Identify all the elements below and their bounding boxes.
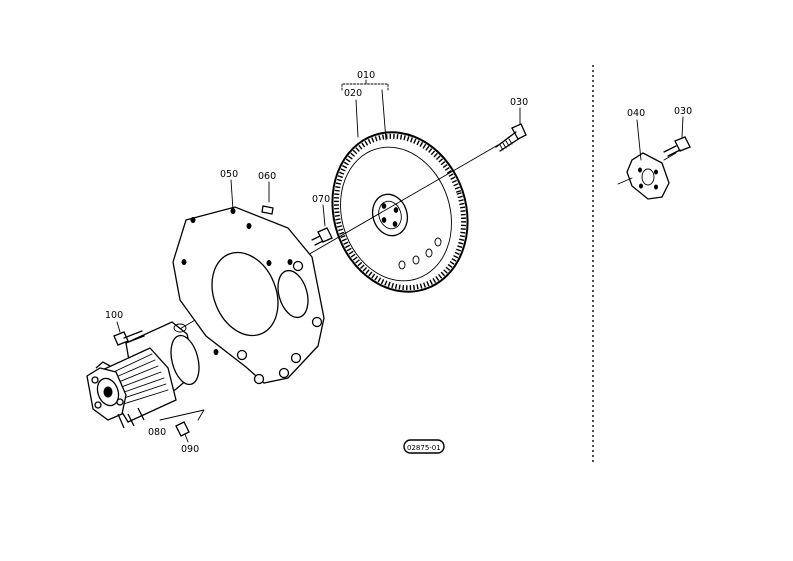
label-040: 040: [627, 108, 645, 119]
starter-motor: [86, 321, 200, 429]
label-010: 010: [357, 70, 375, 81]
figure-code: 02875-01: [407, 444, 441, 452]
adapter-plate: [172, 206, 325, 385]
label-060: 060: [258, 171, 276, 182]
label-090: 090: [181, 444, 199, 455]
figure-code-badge: [403, 439, 445, 454]
leader-050: [230, 179, 234, 211]
label-020: 020: [344, 88, 362, 99]
label-100: 100: [105, 310, 123, 321]
label-070: 070: [312, 194, 330, 205]
leader-010-020: [341, 79, 389, 141]
label-050: 050: [220, 169, 238, 180]
pin-060: [261, 181, 274, 215]
bolt-030: [495, 107, 527, 152]
flywheel: [331, 131, 469, 293]
bolt-070: [311, 204, 333, 246]
detail-plate-040: [617, 119, 677, 200]
label-080: 080: [148, 427, 166, 438]
label-030-detail: 030: [674, 106, 692, 117]
leader-080: [159, 409, 205, 421]
label-030-main: 030: [510, 97, 528, 108]
bolt-100: [113, 321, 145, 346]
bolt-090: [175, 421, 190, 443]
detail-bolt-030: [663, 116, 691, 157]
